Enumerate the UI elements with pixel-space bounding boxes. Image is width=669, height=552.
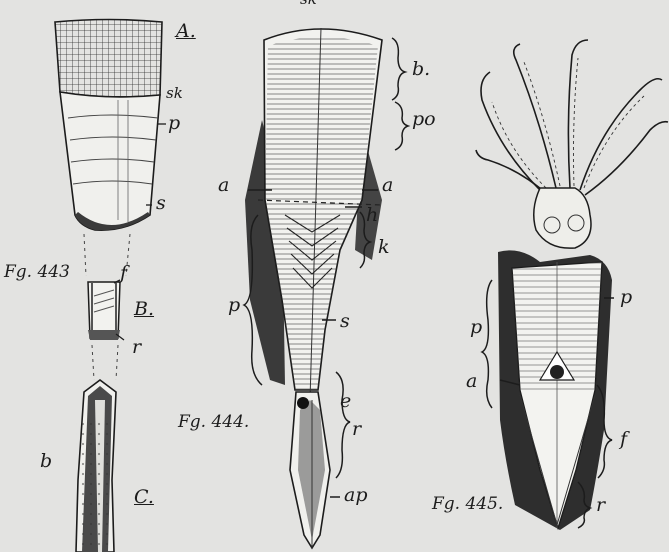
fig445-f-label: f (620, 430, 627, 449)
fig444-h-label: h (366, 206, 378, 225)
fig443-b-drawing (88, 282, 120, 340)
fig444-drawing (245, 28, 382, 548)
fig443-a-drawing (55, 20, 162, 231)
fig445-r-label: r (596, 496, 605, 515)
fig443-r-label: r (132, 338, 141, 357)
fig444-p-label: p (228, 296, 240, 315)
fig443-part-b-label: B. (134, 300, 154, 319)
fig444-k-label: k (378, 238, 390, 257)
fig443-f-label: f (120, 264, 127, 283)
fig444-po-label: po (412, 110, 436, 129)
fig443-b-label: b (40, 452, 52, 471)
fig444-r-label: r (352, 420, 361, 439)
fig445-caption: Fg. 445. (432, 496, 503, 513)
fig443-s-label: s (156, 194, 166, 213)
fig443-c-drawing (76, 380, 116, 552)
fig445-p-left-label: p (470, 318, 482, 337)
fig443-part-c-label: C. (134, 488, 154, 507)
fig444-top-fragment: sk (300, 0, 317, 7)
fig444-a-right-label: a (382, 176, 393, 195)
fig444-ap-label: ap (344, 486, 368, 505)
fig445-a-label: a (466, 372, 477, 391)
fig444-s-label: s (340, 312, 350, 331)
fig445-drawing (476, 40, 668, 530)
fig443-sk-label: sk (166, 86, 183, 101)
fig445-p-right-label: p (620, 288, 632, 307)
fig444-b-label: b. (412, 60, 430, 79)
fig443-part-a-label: A. (176, 22, 196, 41)
fig444-caption: Fg. 444. (178, 414, 249, 431)
fig444-e-label: e (340, 392, 351, 411)
fig443-caption: Fg. 443 (4, 264, 70, 281)
fig444-a-left-label: a (218, 176, 229, 195)
fig443-p-label: p (168, 114, 180, 133)
